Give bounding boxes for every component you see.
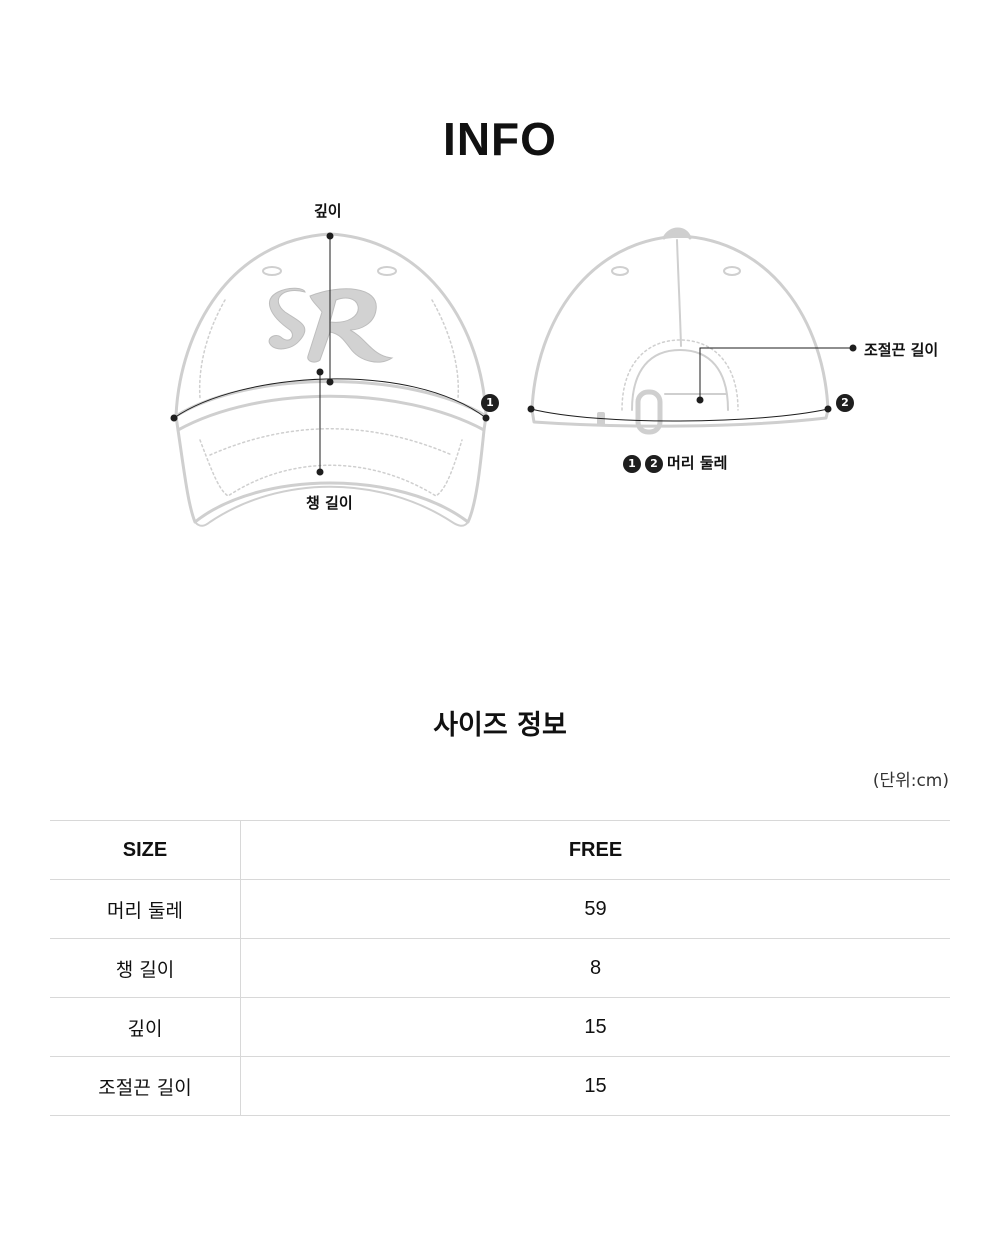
- strap-length-label: 조절끈 길이: [864, 341, 939, 359]
- point-2-marker: 2: [836, 393, 858, 412]
- table-row: 챙 길이 8: [50, 938, 950, 998]
- table-row: 머리 둘레 59: [50, 879, 950, 939]
- marker-1-icon: 1: [623, 455, 641, 473]
- header-size: SIZE: [50, 820, 241, 880]
- row-label: 챙 길이: [50, 938, 241, 998]
- front-measure-lines: [173, 236, 487, 472]
- header-free: FREE: [240, 820, 950, 880]
- back-measure-lines: [530, 347, 853, 422]
- point-1-marker: 1: [481, 393, 503, 412]
- row-label: 조절끈 길이: [50, 1056, 241, 1116]
- front-measure-dots: [170, 232, 490, 476]
- row-label: 깊이: [50, 997, 241, 1057]
- row-value: 15: [240, 1056, 950, 1116]
- size-info-title: 사이즈 정보: [433, 710, 567, 741]
- row-label: 머리 둘레: [50, 879, 241, 939]
- marker-2-icon: 2: [836, 394, 854, 412]
- back-cap-illustration: [530, 227, 830, 435]
- row-value: 8: [240, 938, 950, 998]
- depth-label: 깊이: [314, 202, 342, 220]
- row-value: 15: [240, 997, 950, 1057]
- size-table: SIZE FREE 머리 둘레 59 챙 길이 8 깊이 15 조절끈 길이 1…: [50, 820, 950, 1116]
- marker-1-icon: 1: [481, 394, 499, 412]
- sr-logo: [268, 287, 394, 363]
- hat-diagram: [170, 227, 857, 527]
- brim-length-label: 챙 길이: [306, 494, 353, 512]
- info-title: INFO: [443, 113, 557, 165]
- table-row: 조절끈 길이 15: [50, 1056, 950, 1116]
- unit-note: (단위:cm): [872, 771, 949, 791]
- marker-2-icon: 2: [645, 455, 663, 473]
- table-header-row: SIZE FREE: [50, 820, 950, 880]
- circumference-text: 머리 둘레: [667, 454, 728, 472]
- row-value: 59: [240, 879, 950, 939]
- back-measure-dots: [527, 344, 857, 413]
- table-row: 깊이 15: [50, 997, 950, 1057]
